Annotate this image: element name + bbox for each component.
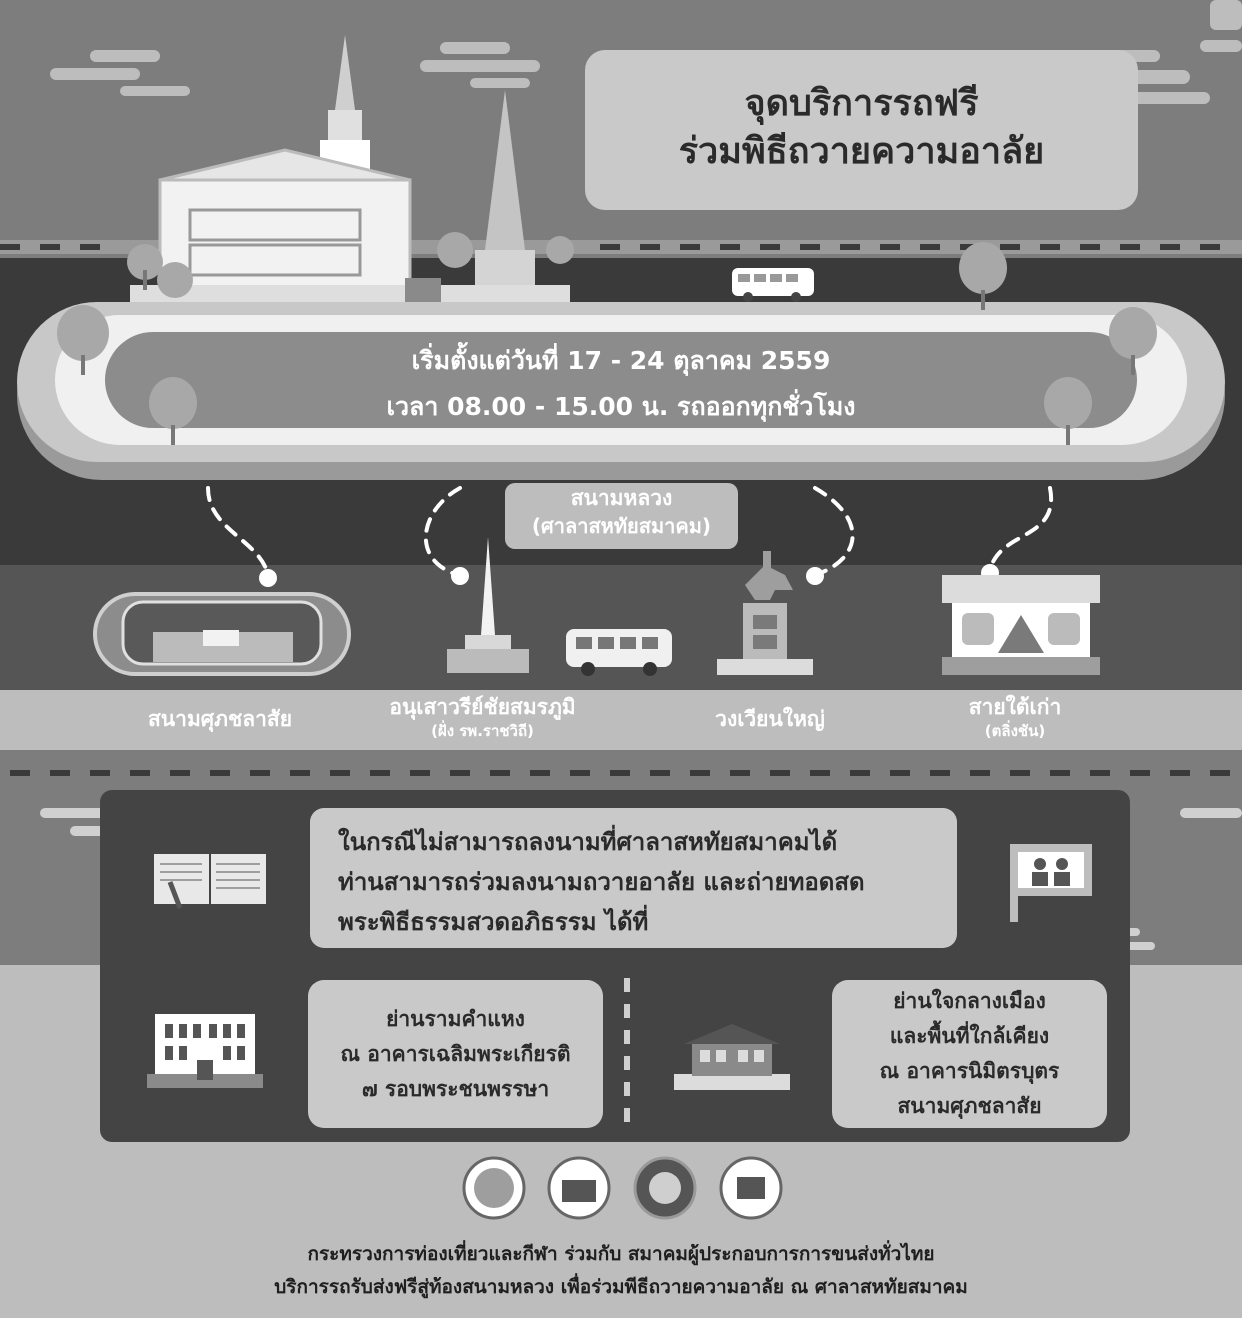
hub-sub: (ศาลาสหทัยสมาคม) xyxy=(531,514,712,538)
notice-line-2: ท่านสามารถร่วมลงนามถวายอาลัย และถ่ายทอดส… xyxy=(338,868,865,896)
stop-label-1: สนามศุภชลาสัย xyxy=(110,703,330,736)
title-box: จุดบริการรถฟรี ร่วมพิธีถวายความอาลัย xyxy=(585,50,1138,210)
king-taksin-monument-icon xyxy=(717,551,813,675)
transport-association-logo-icon xyxy=(719,1156,783,1220)
stop-name: วงเวียนใหญ่ xyxy=(715,707,825,731)
location-line-3: ณ อาคารนิมิตรบุตร xyxy=(879,1059,1060,1083)
nimitbut-building-icon xyxy=(674,1024,790,1090)
bus-icon xyxy=(732,268,814,302)
footer-line-1: กระทรวงการท่องเที่ยวและกีฬา ร่วมกับ สมาค… xyxy=(307,1243,935,1265)
stop-sub: (ฝั่ง รพ.ราชวิถี) xyxy=(431,722,534,740)
location-line-3: ๗ รอบพระชนพรรษา xyxy=(361,1077,550,1101)
ramkhamhaeng-building-icon xyxy=(147,1014,263,1088)
bus-terminal-icon xyxy=(942,575,1100,675)
police-seal-icon xyxy=(633,1156,697,1220)
schedule-times: เวลา 08.00 - 15.00 น. รถออกทุกชั่วโมง xyxy=(386,392,856,421)
tree-icon xyxy=(1044,377,1092,445)
tree-icon xyxy=(1109,307,1157,375)
schedule-dates: เริ่มตั้งแต่วันที่ 17 - 24 ตุลาคม 2559 xyxy=(411,346,831,375)
stop-label-2: อนุเสาวรีย์ชัยสมรภูมิ (ฝั่ง รพ.ราชวิถี) xyxy=(360,694,605,742)
guestbook-icon xyxy=(154,854,266,909)
location-line-1: ย่านใจกลางเมือง xyxy=(893,989,1046,1013)
footer-line-2: บริการรถรับส่งฟรีสู่ท้องสนามหลวง เพื่อร่… xyxy=(274,1276,968,1298)
bus-icon xyxy=(566,629,672,676)
title-line-1: จุดบริการรถฟรี xyxy=(744,83,979,124)
live-broadcast-tv-icon xyxy=(1010,844,1092,922)
location-line-2: และพื้นที่ใกล้เคียง xyxy=(889,1024,1050,1048)
hub-label: สนามหลวง (ศาลาสหทัยสมาคม) xyxy=(505,483,738,549)
divider xyxy=(624,978,630,1128)
notice-box: ในกรณีไม่สามารถลงนามที่ศาลาสหทัยสมาคมได้… xyxy=(310,808,957,948)
location-line-2: ณ อาคารเฉลิมพระเกียรติ xyxy=(340,1042,571,1066)
tree-icon xyxy=(57,305,109,375)
title-line-2: ร่วมพิธีถวายความอาลัย xyxy=(678,131,1045,172)
tourism-authority-logo-icon xyxy=(547,1156,611,1220)
grand-palace-icon xyxy=(127,35,574,315)
location-box-2: ย่านใจกลางเมือง และพื้นที่ใกล้เคียง ณ อา… xyxy=(832,980,1107,1128)
tree-icon xyxy=(149,377,197,445)
stadium-icon xyxy=(93,592,351,676)
oval-track xyxy=(17,302,1225,480)
stop-sub: (ตลิ่งชัน) xyxy=(984,722,1046,740)
location-box-1: ย่านรามคำแหง ณ อาคารเฉลิมพระเกียรติ ๗ รอ… xyxy=(308,980,603,1128)
tree-icon xyxy=(959,242,1007,310)
stop-name: สายใต้เก่า xyxy=(968,695,1062,719)
notice-line-3: พระพิธีธรรมสวดอภิธรรม ได้ที่ xyxy=(338,908,649,936)
location-line-4: สนามศุภชลาสัย xyxy=(897,1094,1042,1118)
hub-name: สนามหลวง xyxy=(570,486,673,510)
notice-line-1: ในกรณีไม่สามารถลงนามที่ศาลาสหทัยสมาคมได้ xyxy=(338,828,838,856)
route-lines xyxy=(206,486,1054,587)
stop-name: สนามศุภชลาสัย xyxy=(147,707,293,731)
footer: กระทรวงการท่องเที่ยวและกีฬา ร่วมกับ สมาค… xyxy=(0,1238,1242,1304)
schedule-text: เริ่มตั้งแต่วันที่ 17 - 24 ตุลาคม 2559 เ… xyxy=(200,338,1042,430)
stop-label-3: วงเวียนใหญ่ xyxy=(680,703,860,736)
stop-label-4: สายใต้เก่า (ตลิ่งชัน) xyxy=(925,694,1105,742)
partner-logos xyxy=(462,1156,783,1220)
victory-monument-icon xyxy=(447,537,529,673)
ministry-seal-icon xyxy=(462,1156,526,1220)
location-line-1: ย่านรามคำแหง xyxy=(386,1007,525,1031)
stop-name: อนุเสาวรีย์ชัยสมรภูมิ xyxy=(389,695,576,719)
